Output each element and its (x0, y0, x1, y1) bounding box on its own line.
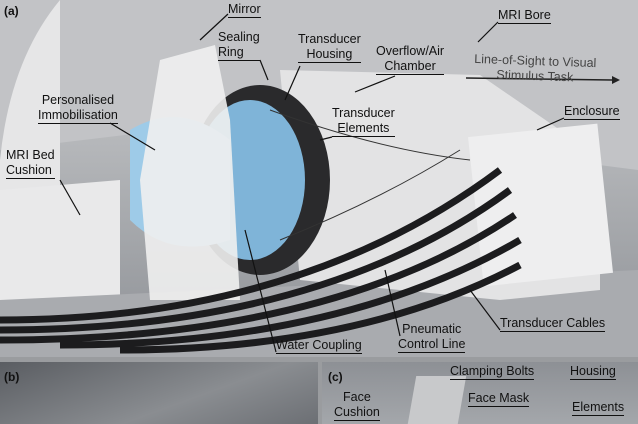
label-mirror: Mirror (228, 2, 261, 18)
panel-a-label: (a) (4, 4, 19, 18)
label-elements: Elements (572, 400, 625, 416)
transducer-cables (0, 167, 522, 354)
label-mri-bore: MRI Bore (498, 8, 551, 24)
panel-b-photo: (b) (0, 362, 318, 424)
label-housing: Housing (570, 364, 616, 380)
immobilisation-frame (140, 45, 240, 300)
label-water-coupling: Water Coupling (276, 338, 362, 354)
label-face-mask: Face Mask (468, 391, 530, 407)
panel-b-label: (b) (4, 370, 20, 384)
label-enclosure: Enclosure (564, 104, 620, 120)
leader-lines (59, 13, 565, 353)
label-clamping-bolts: Clamping Bolts (450, 364, 535, 380)
mri-scene-drawing (0, 0, 638, 357)
panel-c-label: (c) (328, 370, 343, 384)
face-mask-part (407, 376, 467, 424)
label-transducer-cables: Transducer Cables (500, 316, 606, 332)
